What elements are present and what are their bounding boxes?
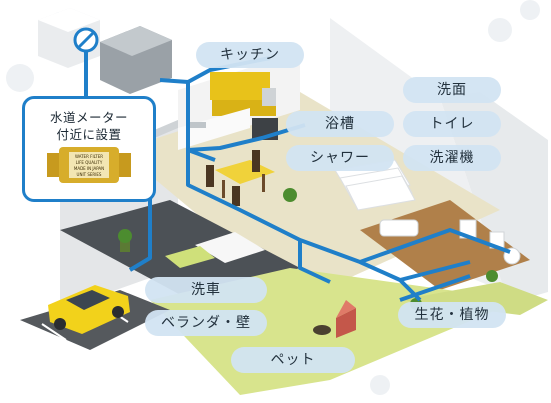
doghouse (313, 300, 356, 338)
dining-set (206, 150, 275, 206)
filter-label-4: UNIT SERIES (77, 172, 102, 177)
label-washbasin: 洗面 (403, 77, 501, 103)
meter-pointer (73, 27, 99, 53)
filter-label-1: WATER FILTER (75, 154, 103, 159)
filter-label-3: MADE IN JAPAN (74, 166, 104, 171)
water-pipes (84, 40, 511, 302)
label-bathtub: 浴槽 (286, 111, 394, 137)
label-washing-machine: 洗濯機 (403, 145, 501, 171)
label-pets: ペット (231, 347, 355, 373)
label-car-wash: 洗車 (145, 277, 267, 303)
label-flowers-plants: 生花・植物 (398, 302, 506, 328)
label-shower: シャワー (286, 145, 394, 171)
meter-callout: 水道メーター 付近に設置 WATER FILTER LIFE QUALITY M… (22, 96, 156, 202)
bathroom-fixtures (379, 219, 521, 265)
label-toilet: トイレ (403, 111, 501, 137)
kitchen-area (178, 52, 300, 150)
sofa (118, 229, 265, 268)
lawn-right (400, 282, 548, 315)
yellow-car (48, 285, 130, 334)
filter-label-2: LIFE QUALITY (76, 160, 103, 165)
label-kitchen: キッチン (196, 42, 304, 68)
label-veranda-wall: ベランダ・壁 (145, 310, 267, 336)
callout-line-2: 付近に設置 (56, 127, 122, 142)
callout-line-1: 水道メーター (49, 110, 128, 125)
living-floor (60, 200, 300, 300)
water-meter-boxes (38, 8, 172, 94)
water-filter-image: WATER FILTER LIFE QUALITY MADE IN JAPAN … (47, 147, 131, 183)
